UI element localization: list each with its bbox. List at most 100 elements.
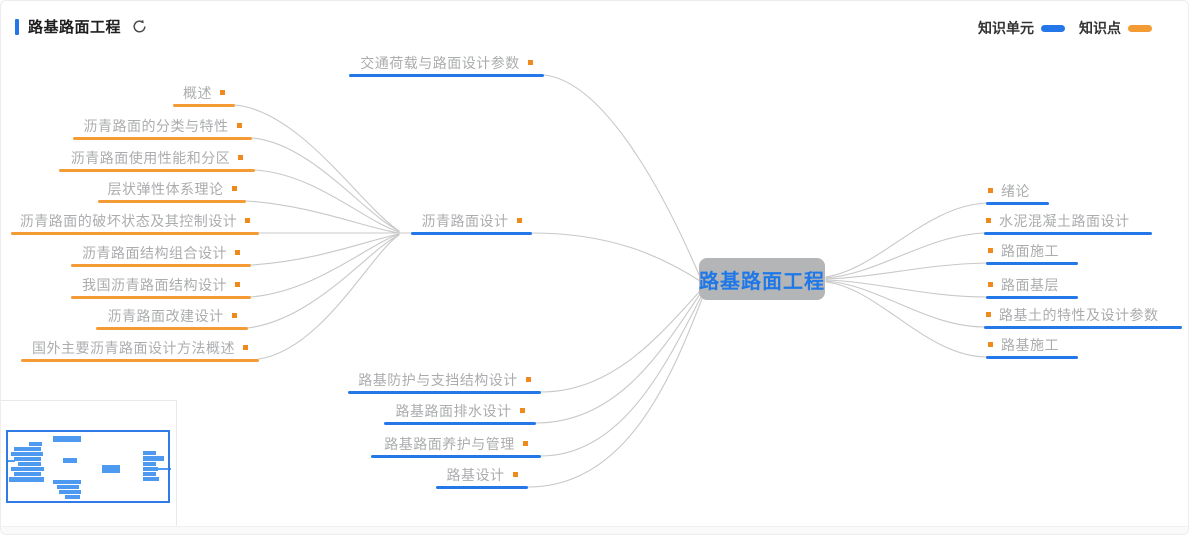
knowledge-unit-node[interactable]: 路面基层 bbox=[986, 275, 1078, 299]
knowledge-point-node[interactable]: 我国沥青路面结构设计 bbox=[71, 275, 251, 299]
point-bullet[interactable] bbox=[238, 155, 244, 160]
minimap-node-bar bbox=[53, 480, 81, 484]
minimap-node-bar bbox=[158, 468, 171, 470]
legend-point-label: 知识点 bbox=[1079, 20, 1121, 36]
knowledge-unit-node[interactable]: 路基设计 bbox=[436, 465, 528, 489]
point-label: 概述 bbox=[183, 84, 212, 101]
point-bullet[interactable] bbox=[235, 250, 240, 255]
knowledge-point-node[interactable]: 沥青路面使用性能和分区 bbox=[59, 148, 255, 172]
title-accent-bar bbox=[15, 18, 19, 35]
legend-unit-swatch bbox=[1041, 24, 1065, 32]
minimap-node-bar bbox=[11, 467, 44, 471]
refresh-icon[interactable] bbox=[130, 18, 148, 36]
minimap-node-bar bbox=[14, 457, 41, 461]
knowledge-point-node[interactable]: 国外主要沥青路面设计方法概述 bbox=[21, 338, 259, 362]
point-label: 沥青路面的破坏状态及其控制设计 bbox=[19, 212, 238, 229]
minimap-node-bar bbox=[18, 462, 41, 466]
knowledge-unit-node[interactable]: 交通荷载与路面设计参数 bbox=[349, 53, 544, 77]
knowledge-unit-node[interactable]: 路基防护与支挡结构设计 bbox=[348, 370, 541, 394]
collapse-bullet[interactable] bbox=[988, 342, 993, 347]
collapse-bullet[interactable] bbox=[986, 218, 991, 223]
point-bullet[interactable] bbox=[235, 282, 240, 287]
minimap-node-bar bbox=[9, 477, 44, 482]
collapse-bullet[interactable] bbox=[527, 60, 533, 65]
unit-label: 路基路面排水设计 bbox=[395, 402, 512, 419]
minimap-node-bar bbox=[14, 447, 41, 451]
collapse-bullet[interactable] bbox=[986, 312, 991, 317]
point-label: 层状弹性体系理论 bbox=[107, 180, 224, 197]
point-label: 国外主要沥青路面设计方法概述 bbox=[32, 339, 235, 356]
minimap-node-bar bbox=[143, 462, 156, 466]
unit-underline bbox=[986, 262, 1078, 265]
knowledge-unit-node[interactable]: 路基施工 bbox=[986, 335, 1078, 359]
point-underline bbox=[173, 104, 235, 107]
minimap-node-bar bbox=[53, 436, 81, 442]
knowledge-point-node[interactable]: 沥青路面结构组合设计 bbox=[71, 243, 251, 267]
knowledge-unit-node[interactable]: 路基土的特性及设计参数 bbox=[984, 305, 1182, 329]
legend-unit-label: 知识单元 bbox=[978, 20, 1034, 36]
collapse-bullet[interactable] bbox=[988, 248, 993, 253]
minimap-node-bar bbox=[143, 477, 159, 481]
unit-label: 路基路面养护与管理 bbox=[384, 435, 515, 452]
collapse-bullet[interactable] bbox=[512, 472, 518, 477]
point-label: 沥青路面结构组合设计 bbox=[82, 244, 227, 261]
collapse-bullet[interactable] bbox=[516, 218, 522, 223]
knowledge-point-node[interactable]: 概述 bbox=[173, 83, 235, 107]
knowledge-point-node[interactable]: 沥青路面的分类与特性 bbox=[73, 116, 252, 140]
point-bullet[interactable] bbox=[231, 313, 237, 318]
unit-label: 沥青路面设计 bbox=[421, 212, 509, 229]
minimap-node-bar bbox=[143, 472, 156, 476]
legend-knowledge-unit: 知识单元 bbox=[978, 18, 1065, 38]
point-bullet[interactable] bbox=[243, 345, 248, 350]
collapse-bullet[interactable] bbox=[988, 188, 993, 193]
knowledge-point-node[interactable]: 沥青路面改建设计 bbox=[96, 306, 248, 330]
minimap-node-bar bbox=[143, 456, 164, 461]
minimap-node-bar bbox=[59, 490, 81, 494]
point-bullet[interactable] bbox=[245, 218, 251, 223]
unit-underline bbox=[411, 232, 532, 235]
knowledge-unit-node[interactable]: 水泥混凝土路面设计 bbox=[984, 211, 1152, 235]
point-underline bbox=[98, 200, 246, 203]
unit-underline bbox=[349, 74, 544, 77]
collapse-bullet[interactable] bbox=[522, 441, 528, 446]
unit-label: 路面基层 bbox=[1001, 276, 1059, 293]
minimap-viewport[interactable] bbox=[6, 430, 170, 503]
knowledge-unit-node[interactable]: 路基路面排水设计 bbox=[384, 401, 536, 425]
unit-underline bbox=[986, 296, 1078, 299]
minimap-node-bar bbox=[63, 458, 77, 463]
bottom-scroll-track[interactable] bbox=[1, 526, 1188, 534]
knowledge-point-node[interactable]: 层状弹性体系理论 bbox=[98, 179, 246, 203]
point-label: 沥青路面改建设计 bbox=[107, 307, 224, 324]
minimap-node-bar bbox=[143, 467, 158, 471]
point-bullet[interactable] bbox=[236, 123, 242, 128]
unit-label: 交通荷载与路面设计参数 bbox=[360, 54, 520, 71]
point-bullet[interactable] bbox=[231, 186, 237, 191]
minimap-node-bar bbox=[65, 495, 80, 499]
unit-label: 路基施工 bbox=[1001, 336, 1059, 353]
unit-label: 路面施工 bbox=[1001, 242, 1059, 259]
unit-label: 绪论 bbox=[1001, 182, 1030, 199]
collapse-bullet[interactable] bbox=[988, 282, 993, 287]
unit-label: 路基防护与支挡结构设计 bbox=[358, 371, 518, 388]
center-node[interactable]: 路基路面工程 bbox=[699, 258, 825, 300]
knowledge-point-node[interactable]: 沥青路面的破坏状态及其控制设计 bbox=[11, 211, 259, 235]
knowledge-unit-node[interactable]: 沥青路面设计 bbox=[411, 211, 532, 235]
minimap-node-bar bbox=[14, 472, 41, 476]
knowledge-unit-node[interactable]: 路基路面养护与管理 bbox=[371, 434, 541, 458]
legend-knowledge-point: 知识点 bbox=[1079, 18, 1152, 38]
unit-label: 路基设计 bbox=[446, 466, 505, 483]
minimap-node-bar bbox=[6, 460, 15, 462]
unit-underline bbox=[986, 202, 1049, 205]
point-bullet[interactable] bbox=[220, 90, 225, 95]
minimap-node-bar bbox=[29, 442, 42, 446]
collapse-bullet[interactable] bbox=[525, 377, 531, 382]
minimap-node-bar bbox=[143, 451, 156, 455]
knowledge-unit-node[interactable]: 路面施工 bbox=[986, 241, 1078, 265]
collapse-bullet[interactable] bbox=[519, 408, 525, 413]
page-title: 路基路面工程 bbox=[28, 19, 122, 36]
point-underline bbox=[59, 169, 255, 172]
point-underline bbox=[96, 327, 248, 330]
minimap bbox=[1, 400, 177, 534]
knowledge-unit-node[interactable]: 绪论 bbox=[986, 181, 1049, 205]
